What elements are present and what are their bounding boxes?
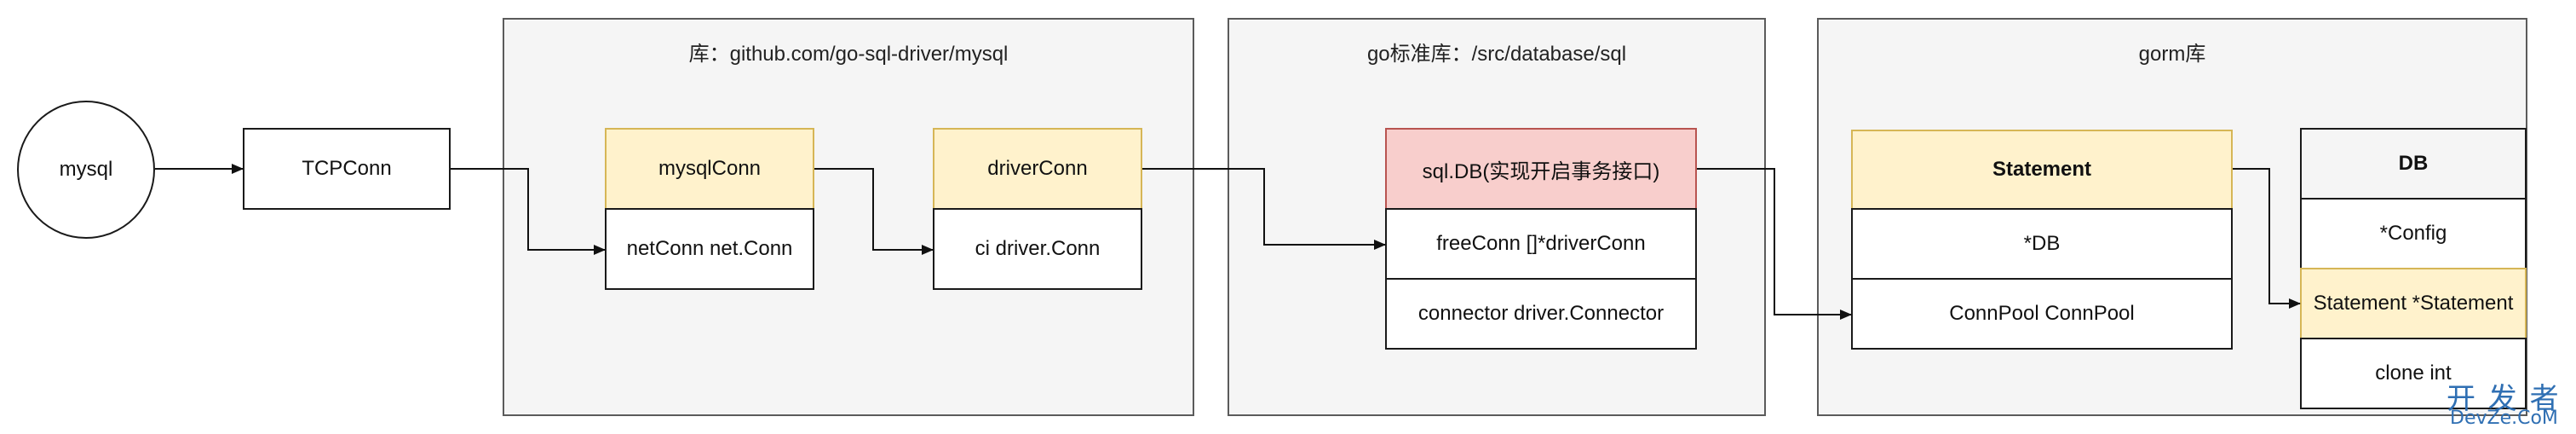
node-statement-field-connpool: ConnPool ConnPool xyxy=(1851,278,2233,350)
node-driverconn-header: driverConn xyxy=(933,128,1142,210)
watermark-line1: 开 发 者 xyxy=(2447,382,2561,416)
node-mysql: mysql xyxy=(17,101,155,239)
node-db-field-clone: clone int xyxy=(2300,338,2527,409)
watermark-line2: DevZe.CoM xyxy=(2450,408,2558,429)
node-db-field-config: *Config xyxy=(2300,198,2527,269)
group-title-mysql-driver: 库：github.com/go-sql-driver/mysql xyxy=(688,43,1009,66)
node-mysqlconn-field-netconn: netConn net.Conn xyxy=(605,208,814,290)
node-db-header: DB xyxy=(2300,128,2527,200)
edge-driverconn-to-freeconn xyxy=(1142,168,1386,250)
group-title-database-sql: go标准库：/src/database/sql xyxy=(1366,43,1627,66)
node-driverconn-field-ci: ci driver.Conn xyxy=(933,208,1142,290)
node-sqldb-header: sql.DB(实现开启事务接口) xyxy=(1385,128,1697,210)
edge-sqldb-to-connpool xyxy=(1697,168,1852,320)
edge-statement-to-db-statement xyxy=(2233,168,2301,309)
node-sqldb-field-connector: connector driver.Connector xyxy=(1385,278,1697,350)
node-db-field-statement: Statement *Statement xyxy=(2300,268,2527,339)
node-tcpconn: TCPConn xyxy=(243,128,451,210)
edge-tcpconn-to-netconn xyxy=(451,168,606,255)
edge-mysqlconn-to-ci xyxy=(814,168,934,255)
group-title-gorm: gorm库 xyxy=(2138,43,2206,66)
node-mysqlconn-header: mysqlConn xyxy=(605,128,814,210)
